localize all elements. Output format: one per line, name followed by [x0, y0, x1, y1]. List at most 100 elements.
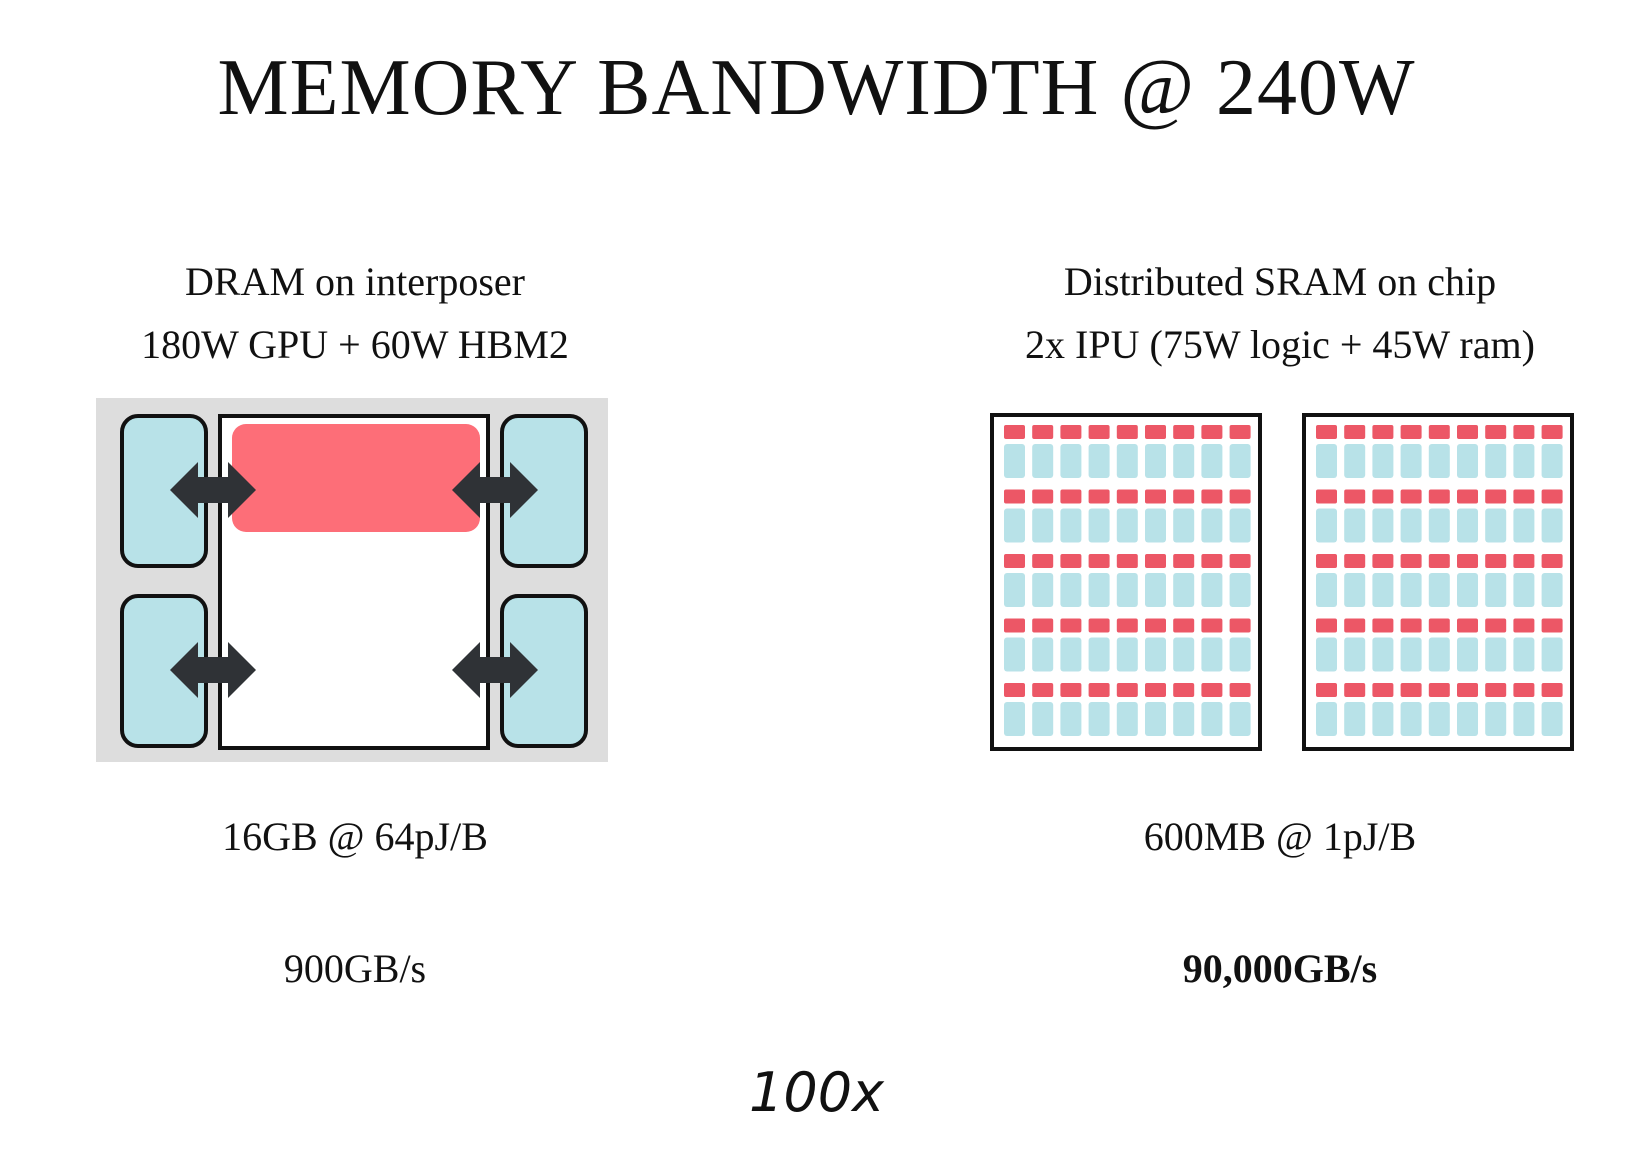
sram-cell: [1541, 508, 1563, 543]
sram-cell: [1428, 637, 1450, 672]
logic-cell: [1400, 683, 1422, 697]
sram-cell: [1541, 637, 1563, 672]
sram-cell: [1032, 702, 1054, 736]
logic-cell: [1541, 489, 1563, 504]
left-bandwidth: 900GB/s: [283, 946, 427, 991]
logic-cell: [1316, 425, 1337, 439]
right-bandwidth: 90,000GB/s: [1182, 946, 1378, 991]
logic-cell: [1400, 489, 1422, 504]
right-subheading: 2x IPU (75W logic + 45W ram): [1025, 322, 1535, 367]
logic-cell: [1060, 425, 1082, 439]
logic-cell: [1372, 554, 1394, 568]
sram-cell: [1116, 573, 1138, 607]
sram-cell: [1400, 444, 1422, 478]
logic-cell: [1032, 554, 1054, 568]
sram-cell: [1229, 702, 1251, 736]
logic-cell: [1372, 489, 1394, 504]
logic-cell: [1032, 425, 1054, 439]
logic-cell: [1344, 489, 1366, 504]
sram-cell: [1173, 702, 1195, 736]
logic-cell: [1032, 683, 1054, 697]
logic-cell: [1116, 425, 1138, 439]
sram-cell: [1428, 573, 1450, 607]
sram-cell: [1088, 573, 1110, 607]
logic-cell: [1344, 425, 1366, 439]
logic-cell: [1201, 425, 1223, 439]
sram-cell: [1173, 637, 1195, 672]
logic-cell: [1485, 425, 1507, 439]
sram-cell: [1116, 637, 1138, 672]
logic-cell: [1173, 425, 1195, 439]
logic-cell: [1032, 489, 1054, 504]
logic-cell: [1485, 554, 1507, 568]
sram-cell: [1316, 444, 1337, 478]
sram-cell: [1485, 508, 1507, 543]
sram-cell: [1344, 573, 1366, 607]
sram-cell: [1485, 573, 1507, 607]
logic-cell: [1344, 554, 1366, 568]
logic-cell: [1428, 489, 1450, 504]
sram-cell: [1513, 573, 1535, 607]
left-heading: DRAM on interposer: [185, 259, 525, 304]
page-title: MEMORY BANDWIDTH @ 240W: [217, 44, 1416, 132]
sram-cell: [1201, 637, 1223, 672]
right-capacity: 600MB @ 1pJ/B: [1143, 814, 1417, 859]
sram-cell: [1457, 637, 1478, 672]
logic-cell: [1229, 618, 1251, 633]
logic-cell: [1541, 425, 1563, 439]
sram-cell: [1457, 508, 1478, 543]
sram-cell: [1541, 702, 1563, 736]
logic-cell: [1116, 618, 1138, 633]
logic-cell: [1004, 618, 1025, 633]
logic-cell: [1173, 554, 1195, 568]
sram-cell: [1457, 702, 1478, 736]
logic-cell: [1145, 554, 1166, 568]
logic-cell: [1145, 683, 1166, 697]
logic-cell: [1004, 554, 1025, 568]
sram-cell: [1457, 573, 1478, 607]
sram-cell: [1032, 637, 1054, 672]
logic-cell: [1400, 554, 1422, 568]
logic-cell: [1344, 618, 1366, 633]
right-heading: Distributed SRAM on chip: [1063, 259, 1497, 304]
logic-cell: [1513, 554, 1535, 568]
logic-cell: [1060, 489, 1082, 504]
sram-cell: [1372, 702, 1394, 736]
sram-cell: [1428, 508, 1450, 543]
sram-cell: [1344, 637, 1366, 672]
sram-cell: [1201, 573, 1223, 607]
logic-cell: [1485, 489, 1507, 504]
logic-cell: [1032, 618, 1054, 633]
sram-cell: [1145, 573, 1166, 607]
sram-cell: [1004, 637, 1025, 672]
sram-cell: [1316, 508, 1337, 543]
sram-cell: [1400, 573, 1422, 607]
sram-cell: [1428, 444, 1450, 478]
logic-cell: [1004, 683, 1025, 697]
sram-cell: [1032, 573, 1054, 607]
sram-cell: [1229, 508, 1251, 543]
logic-cell: [1457, 489, 1478, 504]
logic-cell: [1088, 425, 1110, 439]
sram-cell: [1173, 508, 1195, 543]
sram-cell: [1088, 444, 1110, 478]
sram-cell: [1372, 508, 1394, 543]
logic-cell: [1060, 554, 1082, 568]
logic-cell: [1201, 489, 1223, 504]
logic-cell: [1145, 425, 1166, 439]
logic-cell: [1541, 554, 1563, 568]
logic-cell: [1088, 618, 1110, 633]
sram-cell: [1004, 508, 1025, 543]
sram-cell: [1316, 637, 1337, 672]
logic-cell: [1513, 425, 1535, 439]
logic-cell: [1541, 683, 1563, 697]
logic-cell: [1004, 489, 1025, 504]
sram-cell: [1541, 444, 1563, 478]
sram-cell: [1513, 637, 1535, 672]
sram-cell: [1513, 702, 1535, 736]
sram-cell: [1145, 444, 1166, 478]
sram-cell: [1088, 637, 1110, 672]
sram-cell: [1004, 573, 1025, 607]
logic-cell: [1344, 683, 1366, 697]
logic-cell: [1541, 618, 1563, 633]
